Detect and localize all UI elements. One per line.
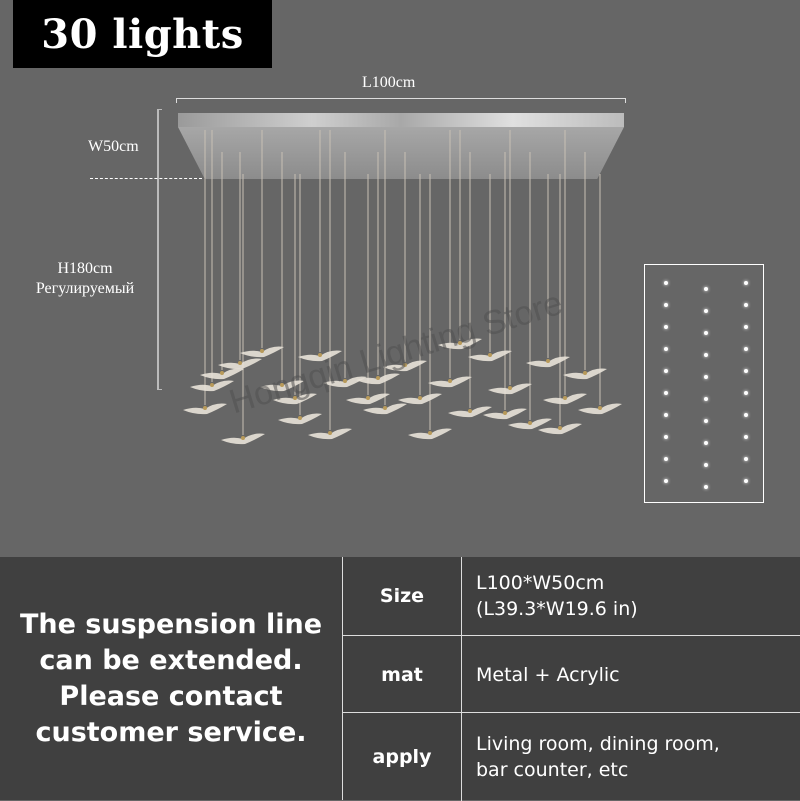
bird-light — [383, 358, 427, 372]
canopy-plate — [178, 127, 624, 179]
bird-light — [323, 374, 367, 388]
suspension-wires — [204, 130, 601, 435]
bird-light — [278, 411, 322, 425]
light-position-dot — [704, 353, 708, 357]
bird-light — [363, 401, 407, 415]
light-position-dot — [744, 325, 748, 329]
spec-value-line: L100*W50cm — [476, 572, 605, 594]
light-position-dot — [704, 441, 708, 445]
note-line: can be extended. — [39, 644, 303, 676]
height-bracket — [157, 109, 162, 390]
bird-light — [448, 404, 492, 418]
light-position-dot — [704, 287, 708, 291]
bird-light — [218, 356, 262, 370]
light-position-dot — [704, 331, 708, 335]
light-position-dot — [664, 347, 668, 351]
bird-light — [578, 401, 622, 415]
height-label: H180cm Регулируемый — [10, 259, 160, 299]
light-position-dot — [744, 369, 748, 373]
light-position-dot — [704, 463, 708, 467]
spec-value: L100*W50cm (L39.3*W19.6 in) — [462, 557, 638, 635]
bird-light — [240, 344, 284, 358]
light-position-dot — [664, 435, 668, 439]
light-position-dot — [744, 435, 748, 439]
spec-table: Size L100*W50cm (L39.3*W19.6 in) mat Met… — [342, 557, 800, 801]
length-bracket — [176, 98, 626, 103]
bird-light — [543, 391, 587, 405]
bird-light — [183, 401, 227, 415]
bird-light — [398, 391, 442, 405]
info-panel: The suspension line can be extended. Ple… — [0, 557, 800, 801]
width-dashed-line — [90, 178, 202, 179]
spec-row-material: mat Metal + Acrylic — [343, 635, 800, 713]
bird-light — [260, 378, 304, 392]
light-position-dot — [744, 413, 748, 417]
bird-light — [468, 348, 512, 362]
height-adjustable: Регулируемый — [35, 280, 135, 297]
spec-value: Living room, dining room, bar counter, e… — [462, 713, 720, 801]
bird-light — [308, 426, 352, 440]
light-position-dot — [664, 479, 668, 483]
bird-light — [508, 416, 552, 430]
bird-light — [538, 421, 582, 435]
light-position-dot — [704, 397, 708, 401]
bird-light — [273, 391, 317, 405]
bird-light — [298, 348, 342, 362]
spec-value-line: (L39.3*W19.6 in) — [476, 598, 638, 620]
light-position-dot — [704, 419, 708, 423]
spec-label: mat — [343, 636, 462, 713]
light-position-dot — [664, 391, 668, 395]
height-value: H180cm — [57, 260, 113, 277]
bird-light — [563, 366, 607, 380]
note-line: Please contact — [59, 680, 283, 712]
bird-light — [200, 366, 244, 380]
bird-light — [356, 371, 400, 385]
spec-value: Metal + Acrylic — [462, 636, 620, 713]
width-label: W50cm — [88, 138, 139, 155]
spec-value-line: bar counter, etc — [476, 759, 629, 781]
light-position-dot — [664, 303, 668, 307]
title-banner: 30 lights — [13, 0, 272, 68]
spec-label: Size — [343, 557, 462, 635]
light-position-dot — [664, 457, 668, 461]
extension-note: The suspension line can be extended. Ple… — [0, 557, 342, 800]
bird-light — [408, 426, 452, 440]
light-position-dot — [744, 347, 748, 351]
title-text: 30 lights — [41, 10, 244, 58]
light-position-dot — [664, 325, 668, 329]
light-position-dot — [664, 369, 668, 373]
note-line: The suspension line — [19, 608, 323, 640]
light-position-dot — [744, 391, 748, 395]
light-position-dot — [704, 309, 708, 313]
bird-light — [428, 374, 472, 388]
spec-value-line: Living room, dining room, — [476, 733, 720, 755]
spec-row-apply: apply Living room, dining room, bar coun… — [343, 712, 800, 801]
bird-light — [190, 378, 234, 392]
light-position-dot — [744, 479, 748, 483]
light-position-dot — [744, 457, 748, 461]
light-position-dot — [664, 281, 668, 285]
light-position-dot — [744, 303, 748, 307]
length-label: L100cm — [362, 74, 416, 91]
light-position-dot — [704, 375, 708, 379]
light-layout-diagram — [644, 264, 764, 503]
bird-light — [346, 391, 390, 405]
canopy-edge — [178, 113, 624, 127]
bird-light — [221, 431, 265, 445]
light-position-dot — [664, 413, 668, 417]
spec-row-size: Size L100*W50cm (L39.3*W19.6 in) — [343, 557, 800, 635]
bird-light — [438, 336, 482, 350]
light-position-dot — [744, 281, 748, 285]
light-position-dot — [704, 485, 708, 489]
spec-value-line: Metal + Acrylic — [476, 663, 620, 686]
note-line: customer service. — [35, 716, 307, 748]
bird-light — [488, 381, 532, 395]
bird-light — [526, 354, 570, 368]
spec-label: apply — [343, 713, 462, 801]
bird-light — [483, 406, 527, 420]
